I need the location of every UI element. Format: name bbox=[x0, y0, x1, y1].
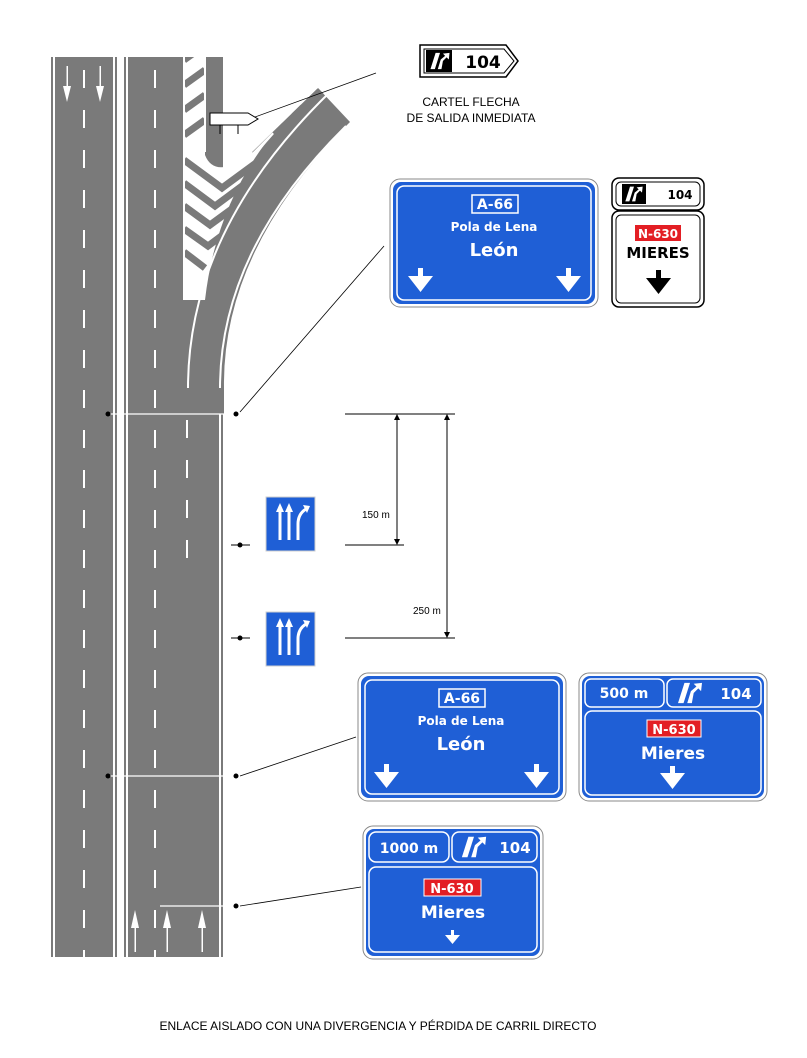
main-destination: León bbox=[437, 734, 486, 755]
gantry-sign-main-1: A-66 Pola de Lena León bbox=[389, 178, 599, 308]
lane-arrows bbox=[63, 66, 206, 952]
post-markers bbox=[231, 544, 250, 639]
exit-road-code: N-630 bbox=[430, 882, 473, 897]
road-code: A-66 bbox=[477, 197, 513, 213]
main-destination: León bbox=[470, 240, 519, 261]
exit-number: 104 bbox=[667, 188, 692, 202]
exit-number: 104 bbox=[499, 839, 530, 857]
roadside-exit-arrow-sign bbox=[209, 112, 259, 134]
lane-dashes bbox=[83, 70, 188, 957]
road-code: A-66 bbox=[444, 691, 480, 707]
down-arrow-icon bbox=[63, 66, 71, 102]
exit-road-code: N-630 bbox=[638, 227, 678, 241]
exit-panel-2: 500 m 104 N-630 Mieres bbox=[578, 672, 768, 802]
down-arrow-icon bbox=[646, 270, 671, 294]
advance-sign: 1000 m 104 N-630 Mieres bbox=[362, 825, 544, 960]
down-arrow-icon bbox=[556, 268, 581, 292]
up-arrow-icon bbox=[198, 910, 206, 952]
exit-number: 104 bbox=[720, 685, 751, 703]
gantry-sign-main-2: A-66 Pola de Lena León bbox=[357, 672, 567, 802]
up-arrow-icon bbox=[131, 910, 139, 952]
exit-destination: MIERES bbox=[626, 244, 689, 262]
down-arrow-icon bbox=[374, 764, 399, 788]
dimension-250: 250 m bbox=[413, 606, 441, 617]
dimension-150: 150 m bbox=[362, 510, 390, 521]
edge-lines bbox=[53, 57, 347, 957]
exit-number: 104 bbox=[465, 53, 501, 73]
via-destination: Pola de Lena bbox=[418, 714, 505, 728]
lane-sign-1 bbox=[265, 496, 316, 552]
leader-lines bbox=[232, 72, 385, 907]
down-arrow-icon bbox=[445, 930, 460, 944]
distance: 500 m bbox=[600, 686, 649, 702]
section-lines bbox=[108, 413, 236, 907]
up-arrow-icon bbox=[163, 910, 171, 952]
exit-sign-caption-1: CARTEL FLECHA bbox=[422, 95, 519, 109]
motorway bbox=[51, 57, 350, 957]
down-arrow-icon bbox=[96, 66, 104, 102]
down-arrow-icon bbox=[660, 766, 685, 789]
dimension-lines bbox=[345, 413, 455, 639]
down-arrow-icon bbox=[524, 764, 549, 788]
exit-arrow-sign: 104 bbox=[419, 44, 519, 78]
exit-panel-1: 104 N-630 MIERES bbox=[611, 177, 705, 308]
exit-sign-caption-2: DE SALIDA INMEDIATA bbox=[407, 111, 536, 125]
down-arrow-icon bbox=[408, 268, 433, 292]
exit-destination: Mieres bbox=[421, 903, 485, 923]
lane-sign-2 bbox=[265, 611, 316, 667]
exit-road-code: N-630 bbox=[652, 723, 695, 738]
diagram-title: ENLACE AISLADO CON UNA DIVERGENCIA Y PÉR… bbox=[159, 1018, 596, 1033]
exit-destination: Mieres bbox=[641, 744, 705, 764]
via-destination: Pola de Lena bbox=[451, 220, 538, 234]
distance: 1000 m bbox=[380, 841, 438, 857]
